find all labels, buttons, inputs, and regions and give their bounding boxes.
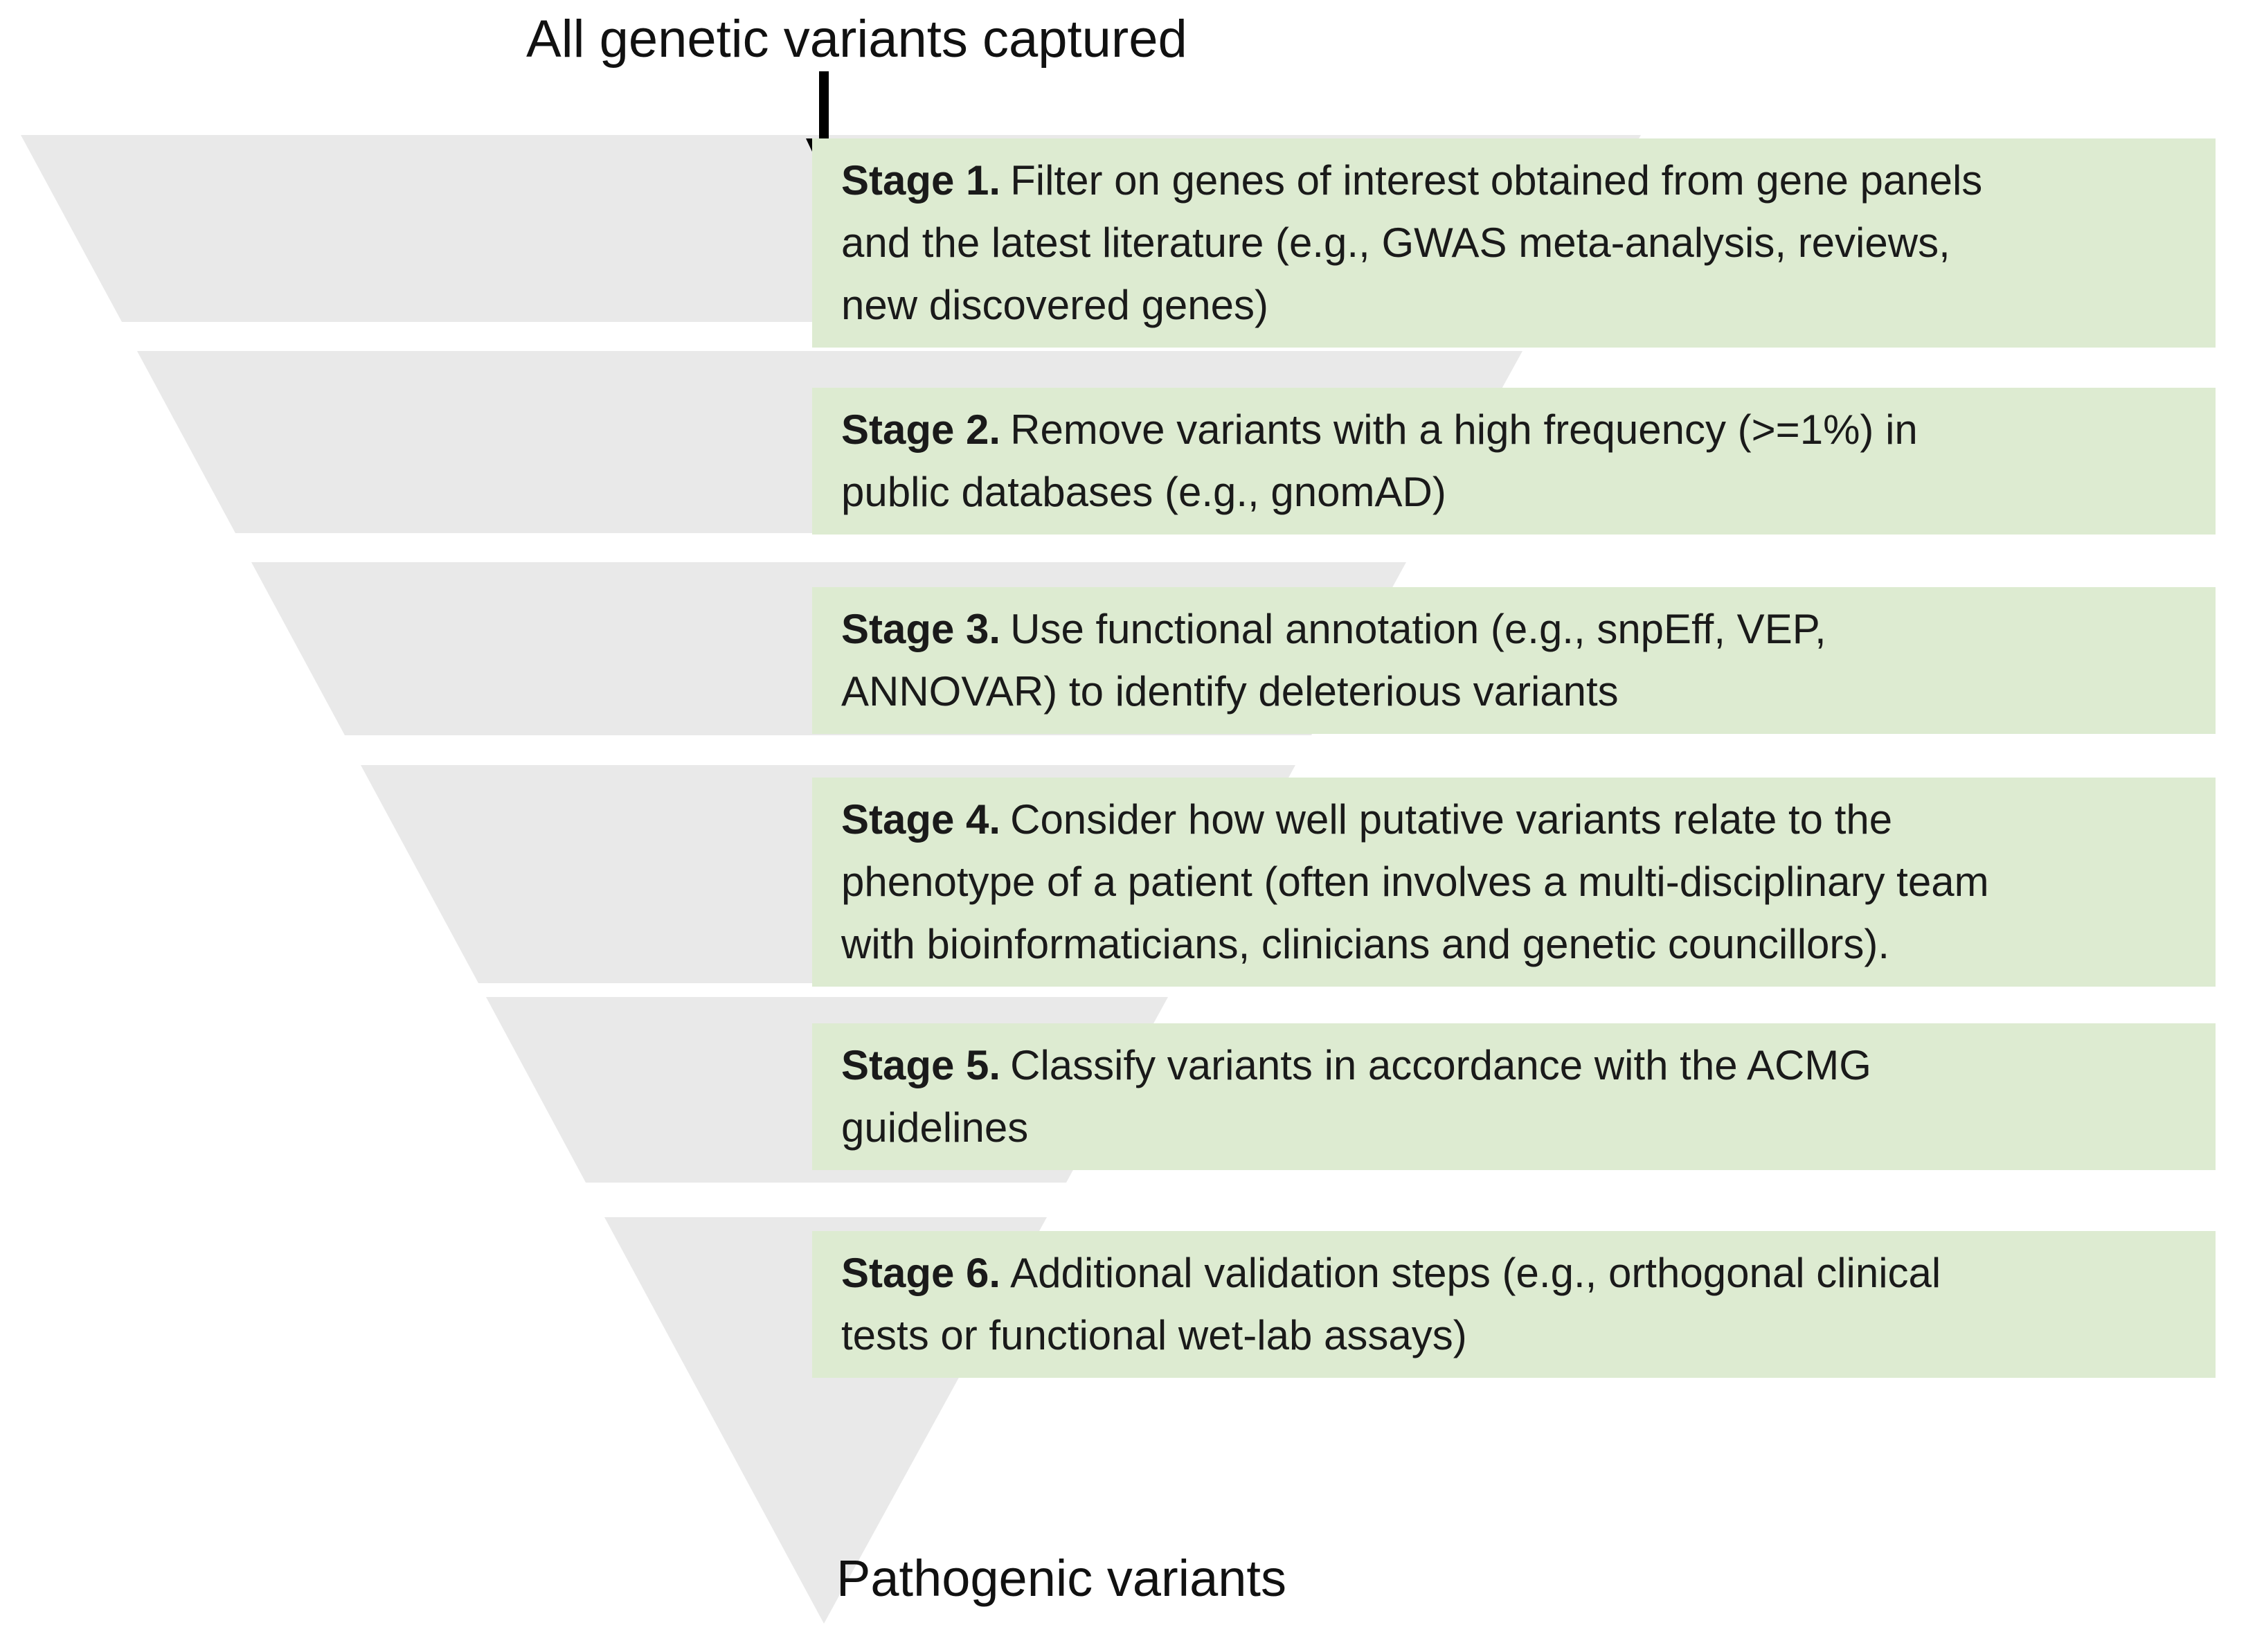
stage-2-line-1: Stage 2.Remove variants with a high freq… xyxy=(841,399,2202,461)
stage-1-text-1: Filter on genes of interest obtained fro… xyxy=(1010,157,1983,204)
stage-4-line-2: phenotype of a patient (often involves a… xyxy=(841,859,1989,905)
stage-3-line-2: ANNOVAR) to identify deleterious variant… xyxy=(841,668,1619,715)
stage-1-box: Stage 1.Filter on genes of interest obta… xyxy=(812,138,2216,348)
stage-5-text-1: Classify variants in accordance with the… xyxy=(1010,1042,1871,1088)
stage-4-box: Stage 4.Consider how well putative varia… xyxy=(812,778,2216,987)
stage-3-label: Stage 3. xyxy=(841,606,1001,652)
stage-6-line-2: tests or functional wet-lab assays) xyxy=(841,1312,1467,1358)
stage-2-line-2: public databases (e.g., gnomAD) xyxy=(841,469,1446,515)
stage-4-line-3: with bioinformaticians, clinicians and g… xyxy=(841,921,1890,967)
funnel-top-label: All genetic variants captured xyxy=(526,10,1187,69)
stage-1-label: Stage 1. xyxy=(841,157,1001,204)
funnel-bottom-label: Pathogenic variants xyxy=(836,1550,1286,1607)
stage-5-line-1: Stage 5.Classify variants in accordance … xyxy=(841,1034,2202,1097)
stage-2-text-1: Remove variants with a high frequency (>… xyxy=(1010,406,1918,453)
stage-3-text-1: Use functional annotation (e.g., snpEff,… xyxy=(1010,606,1826,652)
stage-5-box: Stage 5.Classify variants in accordance … xyxy=(812,1023,2216,1170)
stage-6-text-1: Additional validation steps (e.g., ortho… xyxy=(1010,1250,1941,1296)
stage-6-label: Stage 6. xyxy=(841,1250,1001,1296)
stage-4-text-1: Consider how well putative variants rela… xyxy=(1010,796,1893,843)
stage-1-line-3: new discovered genes) xyxy=(841,282,1269,328)
stage-5-label: Stage 5. xyxy=(841,1042,1001,1088)
stage-1-line-2: and the latest literature (e.g., GWAS me… xyxy=(841,219,1950,266)
stage-3-line-1: Stage 3.Use functional annotation (e.g.,… xyxy=(841,598,2202,661)
stage-5-line-2: guidelines xyxy=(841,1104,1029,1151)
stage-4-line-1: Stage 4.Consider how well putative varia… xyxy=(841,789,2202,851)
stage-6-box: Stage 6.Additional validation steps (e.g… xyxy=(812,1231,2216,1378)
stage-6-line-1: Stage 6.Additional validation steps (e.g… xyxy=(841,1242,2202,1304)
stage-4-label: Stage 4. xyxy=(841,796,1001,843)
stage-3-box: Stage 3.Use functional annotation (e.g.,… xyxy=(812,587,2216,734)
stage-1-line-1: Stage 1.Filter on genes of interest obta… xyxy=(841,150,2202,212)
stage-2-box: Stage 2.Remove variants with a high freq… xyxy=(812,388,2216,535)
stage-2-label: Stage 2. xyxy=(841,406,1001,453)
